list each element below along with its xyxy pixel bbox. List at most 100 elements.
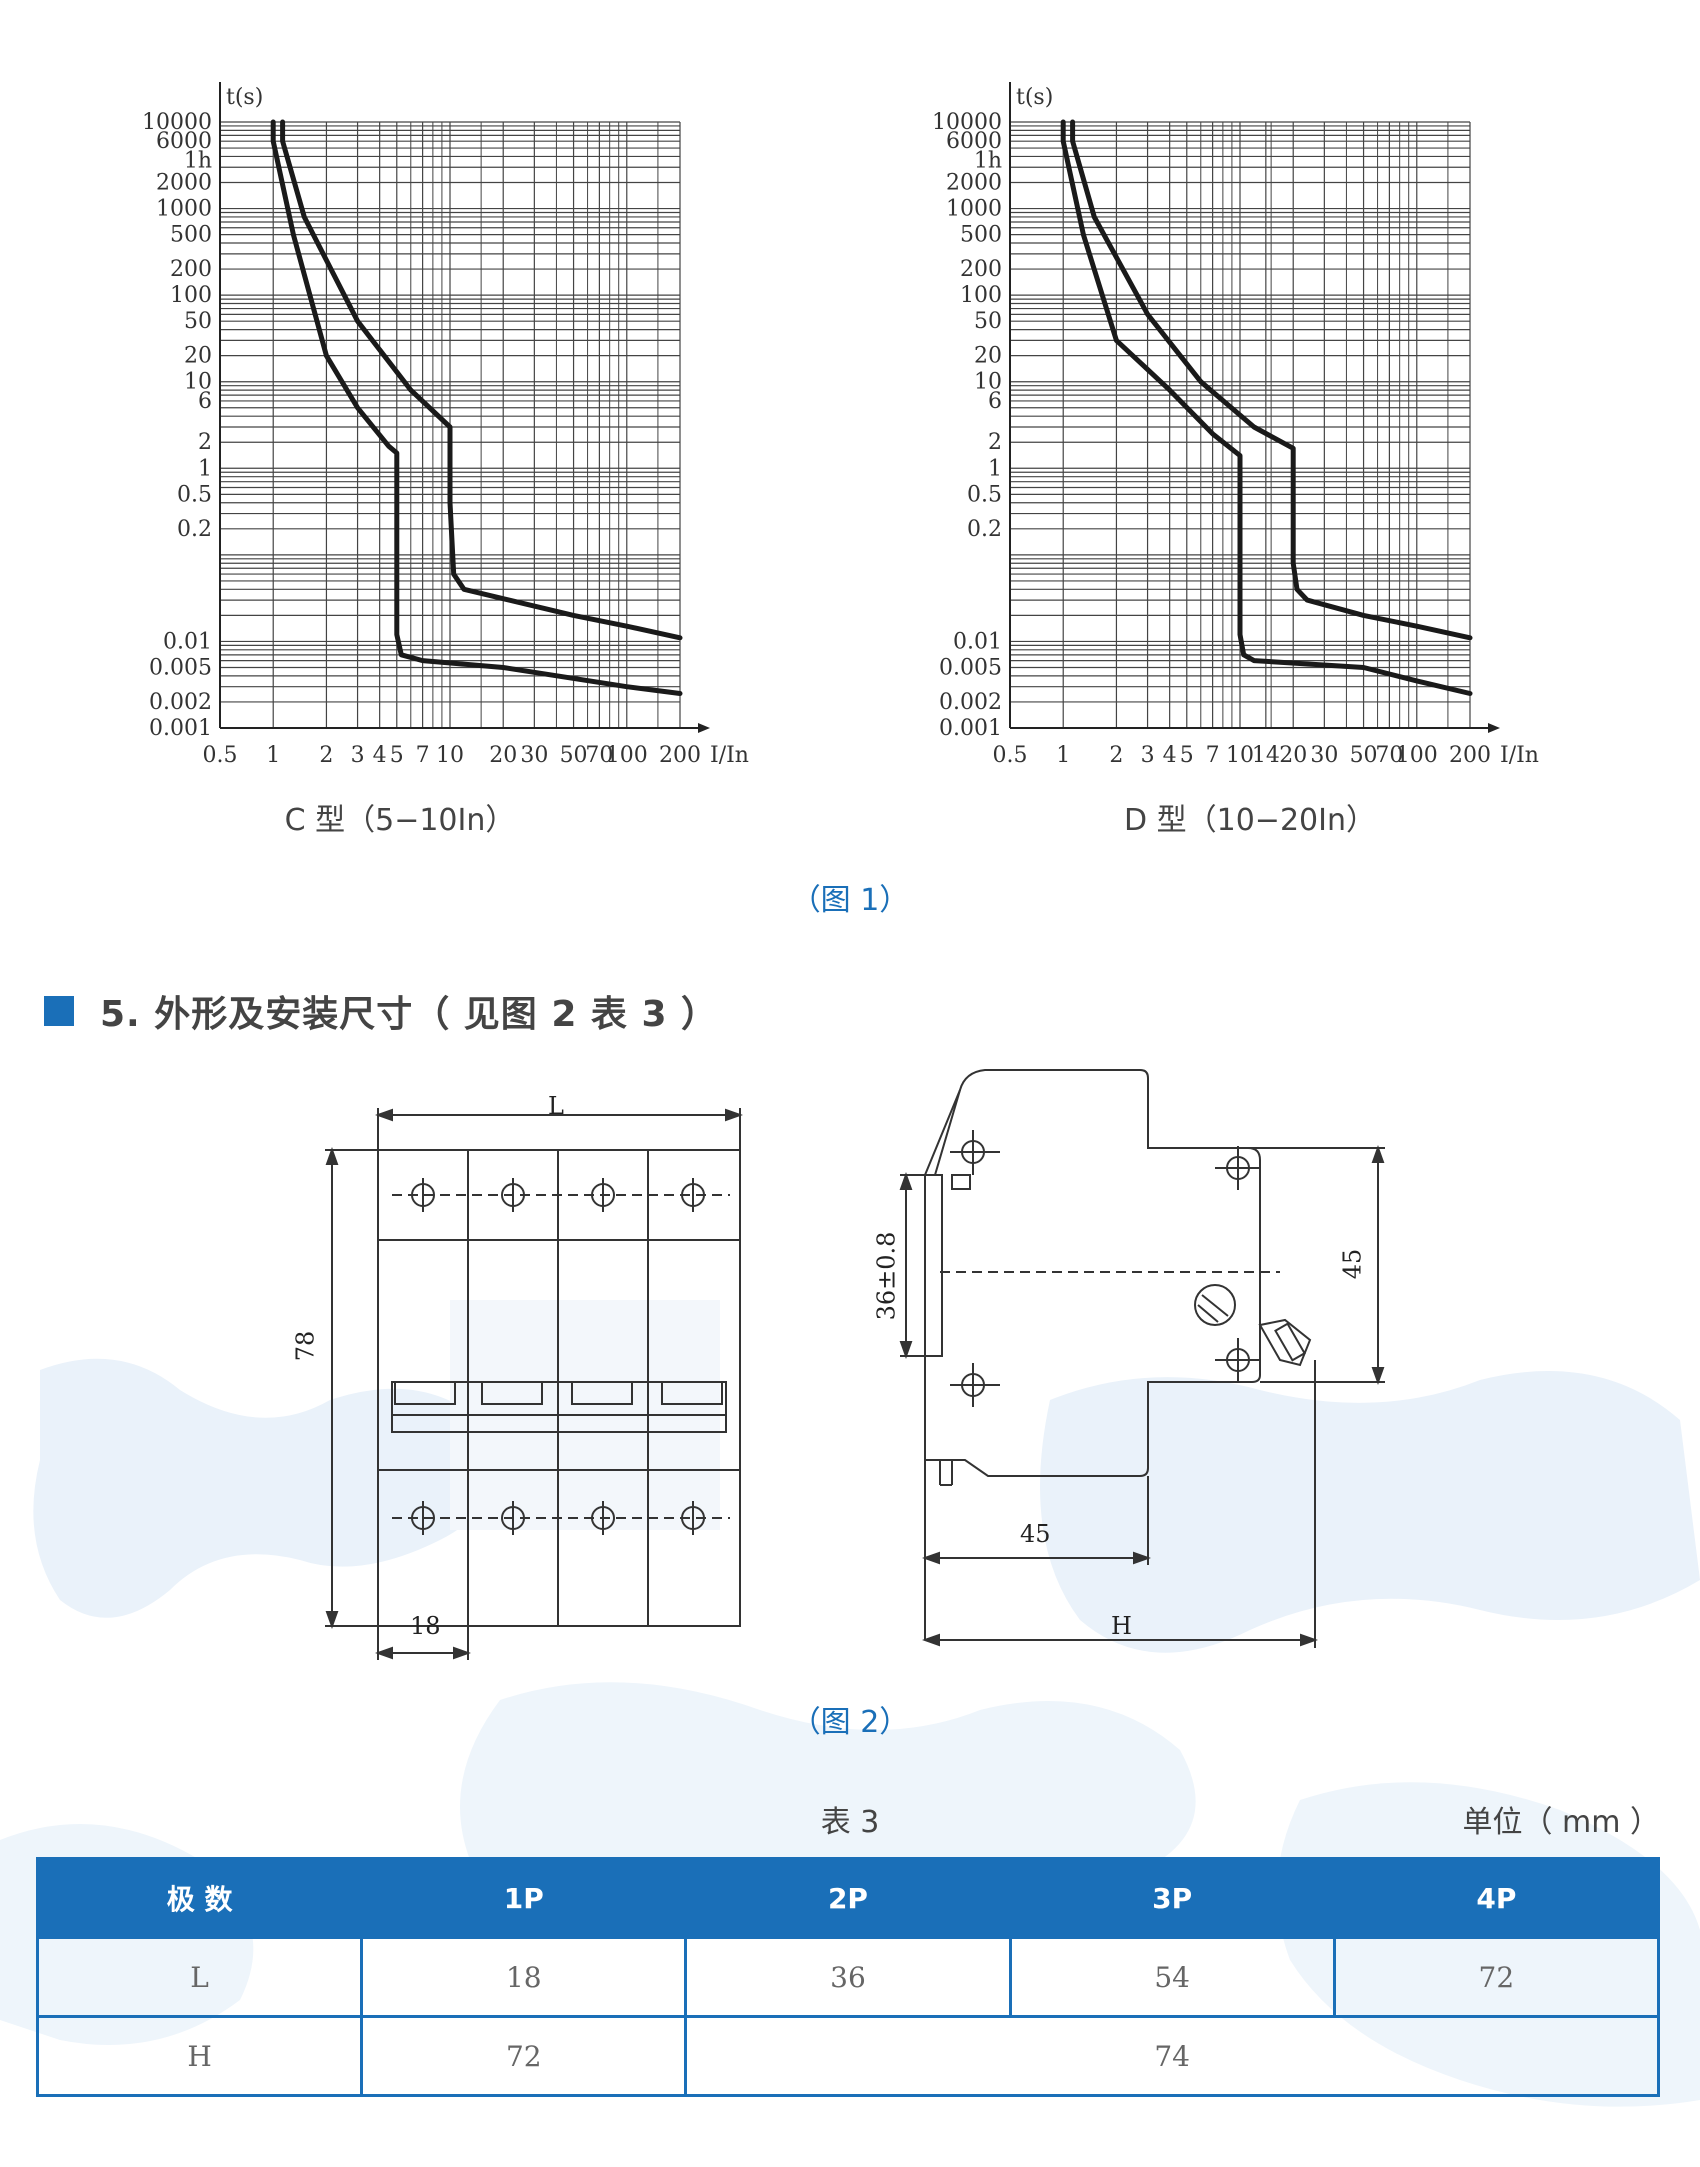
- breaker-side-body: [923, 1069, 1261, 1477]
- table3-unit: 单位（ mm ）: [1462, 1805, 1660, 1840]
- y-tick-label: 0.2: [177, 517, 212, 542]
- x-tick-label: 1: [1056, 743, 1070, 768]
- table-cell: 54: [1008, 1936, 1336, 2018]
- dim-label-18: 18: [410, 1612, 441, 1640]
- y-tick-label: 20: [184, 344, 212, 369]
- x-axis-arrow: [1488, 723, 1500, 733]
- x-tick-label: 4: [373, 743, 387, 768]
- y-tick-label: 6: [988, 389, 1002, 414]
- table-row: H 72 74: [35, 2015, 1660, 2097]
- x-tick-label: 200: [1449, 743, 1491, 768]
- y-tick-label: 500: [960, 223, 1002, 248]
- y-axis-label: t(s): [1016, 85, 1053, 110]
- y-tick-label: 100: [960, 283, 1002, 308]
- table3-title: 表 3: [820, 1805, 880, 1840]
- x-tick-label: 30: [1310, 743, 1338, 768]
- dim-label-rail: 36±0.8: [872, 1231, 901, 1321]
- dim-label-H: H: [1111, 1612, 1132, 1640]
- y-tick-label: 6000: [156, 129, 212, 154]
- x-tick-label: 5: [1180, 743, 1194, 768]
- y-tick-label: 0.001: [939, 716, 1002, 741]
- y-tick-label: 1000: [946, 197, 1002, 222]
- y-tick-label: 10: [184, 370, 212, 395]
- y-tick-label: 10000: [142, 110, 212, 135]
- y-tick-label: 2000: [156, 171, 212, 196]
- y-tick-label: 20: [974, 344, 1002, 369]
- y-tick-label: 6000: [946, 129, 1002, 154]
- y-tick-label: 50: [974, 309, 1002, 334]
- table-header-row: 极 数 1P 2P 3P 4P: [35, 1857, 1661, 1939]
- x-tick-label: 100: [1396, 743, 1438, 768]
- x-tick-label: 14: [1252, 743, 1280, 768]
- y-tick-label: 2: [198, 430, 212, 455]
- section-bullet-square: [44, 996, 74, 1026]
- x-tick-label: 70: [585, 743, 613, 768]
- x-tick-label: 50: [1350, 743, 1378, 768]
- row-label-L: L: [35, 1936, 364, 2018]
- y-tick-label: 500: [170, 223, 212, 248]
- y-tick-label: 100: [170, 283, 212, 308]
- y-tick-label: 0.002: [149, 690, 212, 715]
- y-tick-label: 1h: [184, 148, 212, 173]
- y-tick-label: 0.001: [149, 716, 212, 741]
- x-tick-label: 3: [1141, 743, 1155, 768]
- y-tick-label: 6: [198, 389, 212, 414]
- dim-label-78: 78: [291, 1330, 320, 1362]
- figure2-caption: （图 2）: [790, 1705, 910, 1740]
- y-tick-label: 200: [960, 257, 1002, 282]
- x-axis-label: I/In: [1500, 743, 1539, 768]
- dim-label-45-right: 45: [1338, 1248, 1367, 1280]
- x-axis-arrow: [698, 723, 710, 733]
- y-tick-label: 10: [974, 370, 1002, 395]
- section-heading-text: 5. 外形及安装尺寸（ 见图 2 表 3 ）: [100, 994, 719, 1035]
- x-tick-label: 20: [1279, 743, 1307, 768]
- y-tick-label: 1: [198, 456, 212, 481]
- y-tick-label: 2: [988, 430, 1002, 455]
- x-tick-label: 1: [266, 743, 280, 768]
- x-tick-label: 7: [416, 743, 430, 768]
- x-tick-label: 70: [1375, 743, 1403, 768]
- test-button: [1194, 1284, 1236, 1326]
- header-2p: 2P: [684, 1857, 1012, 1939]
- y-tick-label: 0.01: [953, 629, 1002, 654]
- table-row: L 18 36 54 72: [35, 1936, 1661, 2018]
- terminal-screws-top: [411, 1178, 705, 1212]
- y-tick-label: 0.005: [939, 655, 1002, 680]
- x-tick-label: 100: [606, 743, 648, 768]
- y-tick-label: 50: [184, 309, 212, 334]
- side-screws: [950, 1130, 1260, 1407]
- x-tick-label: 0.5: [203, 743, 238, 768]
- side-view-drawing: [899, 1069, 1385, 1648]
- y-tick-label: 0.5: [177, 482, 212, 507]
- header-3p: 3P: [1008, 1857, 1336, 1939]
- x-tick-label: 10: [1226, 743, 1254, 768]
- y-tick-label: 200: [170, 257, 212, 282]
- terminal-screws-bottom: [411, 1501, 705, 1535]
- trip-curve-series-0: [270, 119, 683, 696]
- x-axis-label: I/In: [710, 743, 749, 768]
- x-tick-label: 2: [319, 743, 333, 768]
- dim-label-45-bottom: 45: [1020, 1520, 1051, 1548]
- x-tick-label: 0.5: [993, 743, 1028, 768]
- y-tick-label: 0.005: [149, 655, 212, 680]
- y-tick-label: 10000: [932, 110, 1002, 135]
- section-5-heading: 5. 外形及安装尺寸（ 见图 2 表 3 ）: [44, 985, 718, 1037]
- front-view-drawing: [325, 1108, 743, 1660]
- y-tick-label: 2000: [946, 171, 1002, 196]
- figure1-caption: （图 1）: [790, 883, 910, 918]
- x-tick-label: 5: [390, 743, 404, 768]
- dim-label-L: L: [548, 1092, 564, 1120]
- x-tick-label: 200: [659, 743, 701, 768]
- header-poles: 极 数: [35, 1857, 364, 1939]
- y-tick-label: 1: [988, 456, 1002, 481]
- trip-curve-series-1: [1070, 119, 1473, 641]
- table-cell: 72: [360, 2015, 688, 2097]
- table-cell: 74: [684, 2015, 1660, 2097]
- trip-curve-series-0: [1060, 119, 1473, 696]
- chart-title-c: C 型（5−10In）: [284, 803, 516, 838]
- header-4p: 4P: [1332, 1857, 1661, 1939]
- x-tick-label: 30: [520, 743, 548, 768]
- x-tick-label: 10: [436, 743, 464, 768]
